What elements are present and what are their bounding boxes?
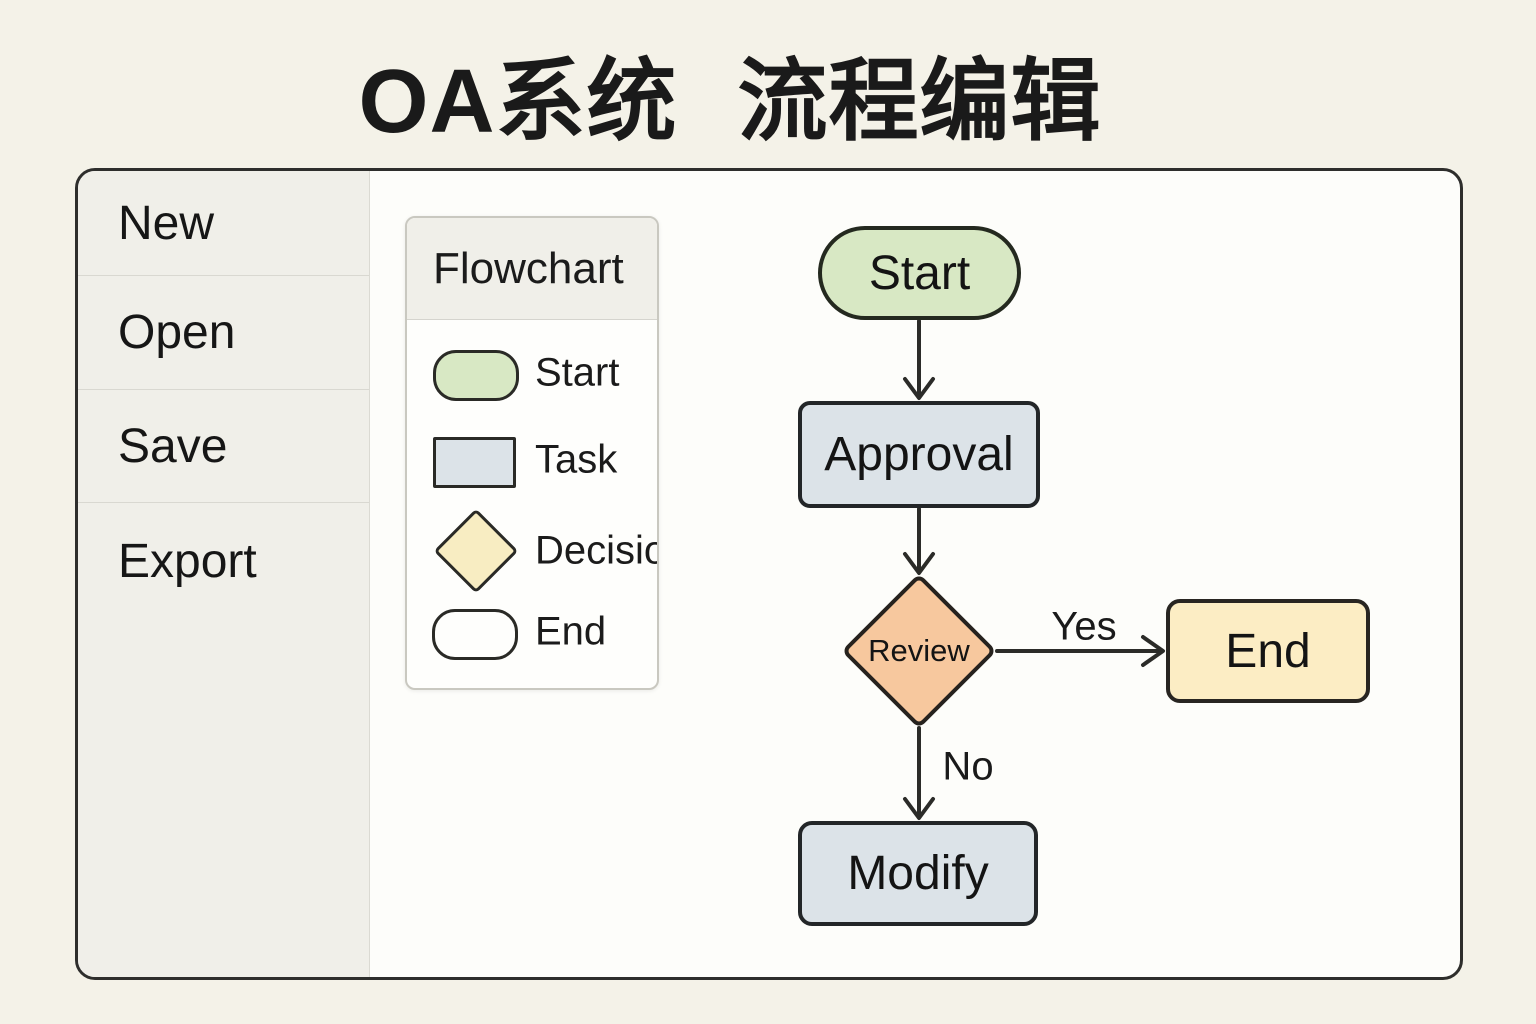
palette-item-label: Decisio bbox=[535, 528, 659, 573]
arrowhead-right-icon bbox=[1141, 635, 1165, 667]
menu-item-open[interactable]: Open bbox=[78, 276, 369, 390]
palette-item-label: Task bbox=[535, 437, 618, 482]
menu-item-label: Save bbox=[118, 419, 228, 473]
arrowhead-down-icon bbox=[903, 377, 935, 400]
menu-item-new[interactable]: New bbox=[78, 171, 369, 276]
flow-node-end[interactable]: End bbox=[1166, 599, 1370, 703]
edge-label-yes: Yes bbox=[1051, 604, 1117, 649]
flow-node-review[interactable]: Review bbox=[841, 573, 997, 729]
arrowhead-down-icon bbox=[903, 552, 935, 575]
node-label: Start bbox=[868, 246, 971, 300]
palette-item-label: End bbox=[535, 609, 607, 654]
end-shape-icon bbox=[432, 609, 518, 660]
menu-item-label: New bbox=[118, 196, 215, 250]
app-window: New Open Save Export Flowchart Start bbox=[75, 168, 1463, 980]
node-label: Modify bbox=[847, 847, 989, 900]
flow-node-start[interactable]: Start bbox=[818, 226, 1021, 320]
palette-item-label: Start bbox=[535, 350, 620, 395]
title-bar: OA系统 流程编辑 bbox=[0, 28, 1460, 158]
flow-node-modify[interactable]: Modify bbox=[798, 821, 1038, 926]
node-label: Review bbox=[868, 633, 970, 668]
node-label: End bbox=[1225, 624, 1311, 678]
edge-label-no: No bbox=[942, 744, 994, 789]
menu-item-label: Open bbox=[118, 306, 236, 359]
menu-item-save[interactable]: Save bbox=[78, 390, 369, 503]
shape-palette: Flowchart Start Task Decisio End bbox=[405, 216, 659, 690]
palette-title: Flowchart bbox=[433, 243, 624, 293]
sidebar-menu: New Open Save Export bbox=[78, 171, 370, 977]
task-shape-icon bbox=[433, 437, 516, 488]
start-shape-icon bbox=[433, 350, 519, 401]
node-label: Approval bbox=[824, 428, 1014, 481]
flow-node-approval[interactable]: Approval bbox=[798, 401, 1040, 508]
arrowhead-down-icon bbox=[903, 797, 935, 820]
palette-header: Flowchart bbox=[407, 218, 657, 320]
menu-item-label: Export bbox=[118, 534, 257, 588]
flow-connectors bbox=[903, 319, 1165, 820]
menu-item-export[interactable]: Export bbox=[78, 503, 369, 619]
page-title: OA系统 流程编辑 bbox=[358, 52, 1102, 152]
